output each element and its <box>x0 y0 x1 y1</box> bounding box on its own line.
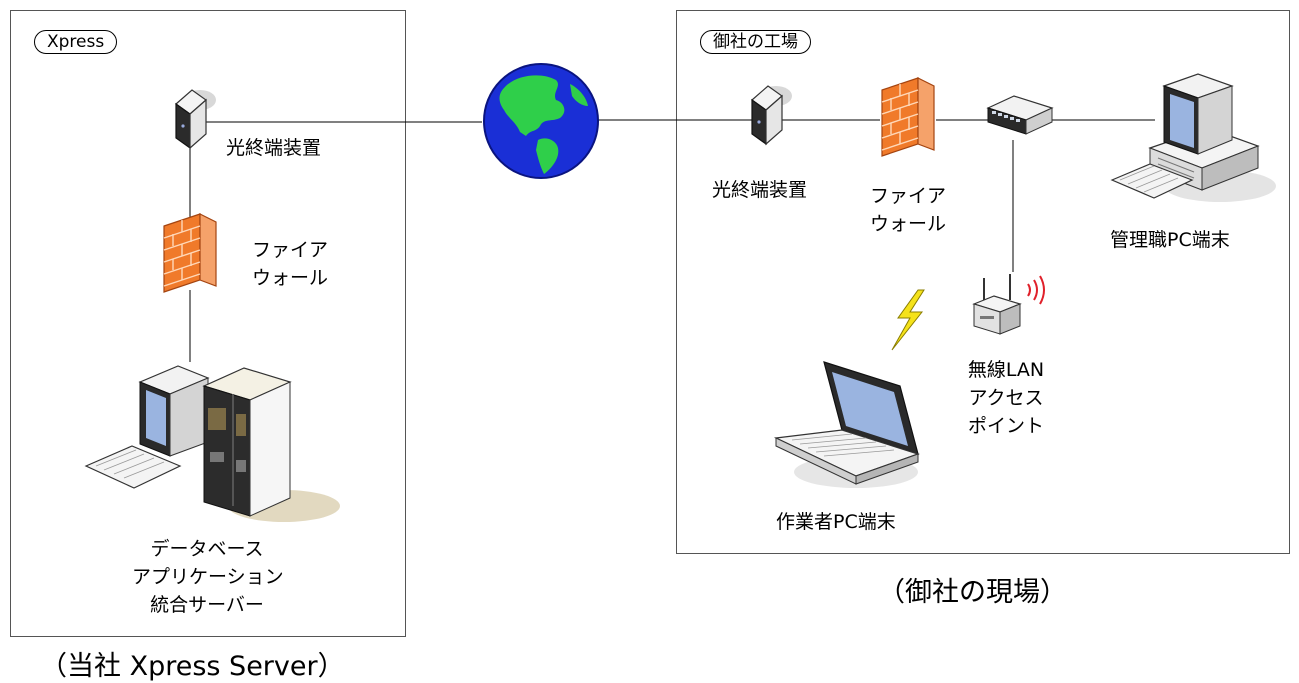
left-ont-label: 光終端装置 <box>226 137 322 159</box>
right-firewall-label: ファイア ウォール <box>870 185 947 235</box>
right-ont-label: 光終端装置 <box>712 179 808 201</box>
ont-device-icon <box>175 89 216 150</box>
server-workstation-icon <box>84 365 340 522</box>
manager-pc-label: 管理職PC端末 <box>1110 229 1230 251</box>
ont-device-icon <box>751 85 792 146</box>
firewall-icon <box>163 213 217 293</box>
left-caption: （当社 Xpress Server） <box>40 651 345 682</box>
worker-pc-label: 作業者PC端末 <box>776 511 896 533</box>
right-caption: （御社の現場） <box>878 577 1067 608</box>
internet-globe-icon <box>483 63 599 179</box>
factory-tag: 御社の工場 <box>700 30 811 54</box>
server-label: データベース アプリケーション 統合サーバー <box>132 538 284 616</box>
desktop-pc-icon <box>1110 73 1276 202</box>
xpress-panel <box>10 10 406 637</box>
left-firewall-label: ファイア ウォール <box>252 239 329 289</box>
xpress-tag: Xpress <box>34 30 118 54</box>
wireless-ap-icon <box>972 274 1045 335</box>
laptop-icon <box>773 361 920 488</box>
lightning-icon <box>891 289 925 351</box>
firewall-icon <box>881 77 935 157</box>
network-switch-icon <box>986 95 1054 135</box>
wlan-ap-label: 無線LAN アクセス ポイント <box>967 359 1045 437</box>
